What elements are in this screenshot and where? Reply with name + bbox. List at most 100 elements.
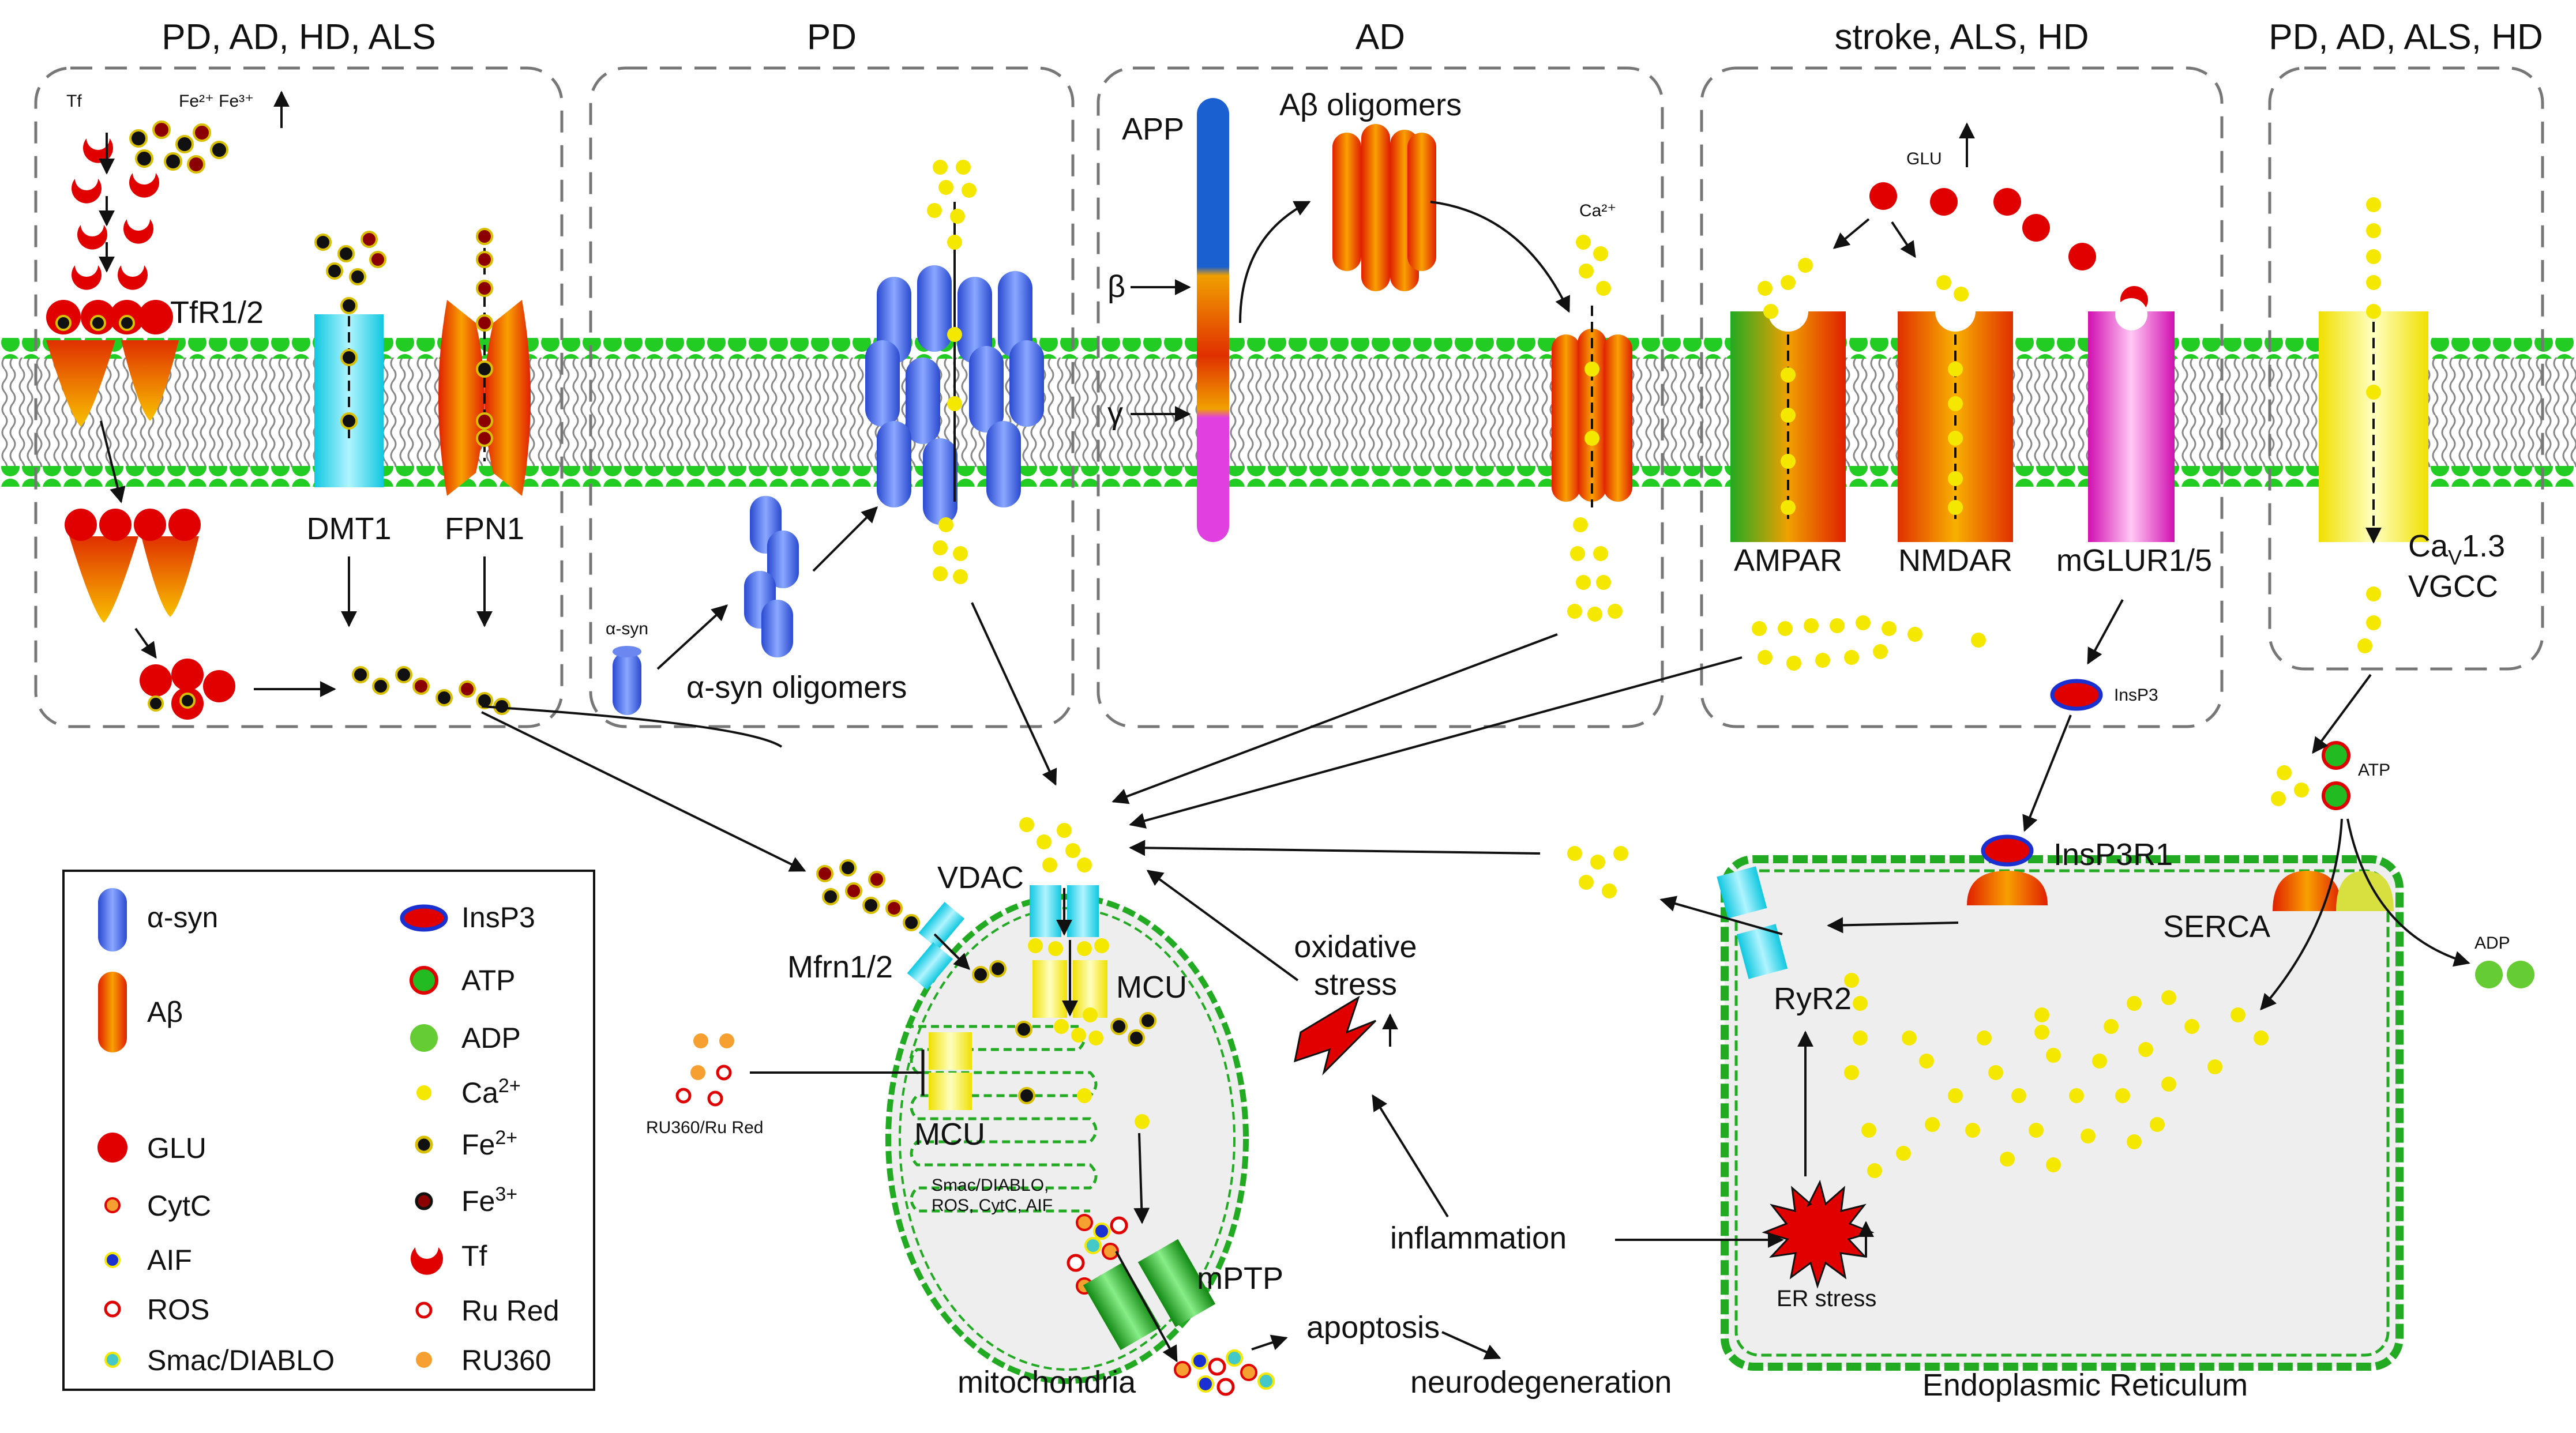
oxidative-line1: oxidative: [1294, 930, 1417, 964]
iron-dots-mito: [816, 859, 1156, 1104]
legend-cytc: CytC: [147, 1190, 211, 1222]
ru360-dot-icon: [416, 1352, 432, 1368]
glu-dots: [1869, 182, 2148, 314]
glu-small-label: GLU: [1906, 149, 1942, 168]
nmdar-receptor: [1898, 291, 2013, 542]
fe-out-label: Fe²⁺ Fe³⁺: [179, 92, 254, 111]
insp3-icon: [400, 904, 448, 932]
smac-line2: ROS, CytC, AIF: [932, 1196, 1053, 1215]
legend-fe3: Fe3+: [461, 1183, 517, 1217]
ru360-dots: [675, 1033, 734, 1107]
mglur-label: mGLUR1/5: [2056, 543, 2212, 578]
tfr-receptor-internalized: [65, 509, 201, 623]
mptp-label: mPTP: [1197, 1261, 1283, 1296]
panel-title-ad: AD: [1355, 17, 1405, 57]
ampar-receptor: [1730, 291, 1846, 542]
panel-title-iron: PD, AD, HD, ALS: [162, 17, 436, 57]
ryr2-channel: [1717, 866, 1788, 979]
iron-panel: Tf Fe²⁺ Fe³⁺: [46, 91, 531, 720]
legend-abeta: Aβ: [147, 996, 183, 1028]
legend-aif: AIF: [147, 1244, 192, 1276]
insp3r1-receptor: [1967, 834, 2048, 905]
legend-glu: GLU: [147, 1132, 206, 1164]
oxidative-stress-bolt-icon: [1294, 995, 1377, 1075]
aif-dot-icon: [104, 1252, 121, 1268]
iron-dots-extracellular: [129, 121, 228, 174]
gamma-label: γ: [1107, 396, 1123, 431]
nmdar-label: NMDAR: [1898, 543, 2012, 578]
mfrn-label: Mfrn1/2: [787, 950, 893, 984]
ca-dot-icon: [416, 1085, 431, 1100]
ca-dots-ad: [1567, 235, 1623, 622]
legend-insp3: InsP3: [461, 901, 535, 934]
cytc-dot-icon: [104, 1197, 121, 1213]
asyn-oligomer-stack: [744, 496, 799, 657]
abeta-oligomer: [1332, 124, 1436, 291]
ad-panel: APP β γ Aβ oligomers Ca²⁺: [1107, 88, 1632, 622]
insp3r1-label: InsP3R1: [2053, 837, 2173, 872]
panel-title-glu: stroke, ALS, HD: [1834, 17, 2089, 57]
endoplasmic-reticulum: [1721, 855, 2404, 1371]
legend-atp: ATP: [461, 964, 516, 996]
ru360-label: RU360/Ru Red: [646, 1118, 763, 1137]
dmt1-channel: [314, 300, 384, 487]
vgcc-panel: CaV1.3 VGCC: [2319, 197, 2505, 653]
ca-dots-cytosol-right: [1752, 615, 1986, 671]
legend: α-syn Aβ GLU CytC AIF ROS Smac/DIABLO In…: [62, 870, 595, 1391]
apoptosis-label: apoptosis: [1306, 1310, 1440, 1345]
smac-dot-icon: [104, 1352, 121, 1368]
tf-released: [140, 659, 235, 720]
panel-title-vgcc: PD, AD, ALS, HD: [2269, 17, 2543, 57]
smac-line1: Smac/DIABLO,: [932, 1176, 1049, 1195]
glu-panel: GLU AMPAR: [1730, 122, 2212, 711]
asyn-panel: α-syn α-syn oligomers: [606, 160, 1044, 715]
oxidative-line2: stress: [1314, 967, 1397, 1002]
vdac-label: VDAC: [937, 860, 1024, 895]
dmt1-iron: [314, 231, 386, 430]
mcu-top-label: MCU: [1116, 970, 1187, 1005]
mcu-left-label: MCU: [914, 1117, 985, 1152]
vdac-channel: [1030, 885, 1099, 937]
legend-ca: Ca2+: [461, 1075, 521, 1109]
fpn1-iron: [476, 228, 493, 447]
insp3-in-panel: [2050, 679, 2103, 711]
ca-dots-pd: [927, 160, 977, 584]
asyn-oligomers-label: α-syn oligomers: [686, 670, 907, 705]
er-stress-star-icon: [1762, 1179, 1875, 1289]
mfrn-transporter: [907, 902, 965, 990]
panel-title-pd: PD: [807, 17, 857, 57]
asyn-monomer: [613, 646, 641, 715]
mitochondria-label: mitochondria: [957, 1365, 1136, 1400]
rured-dot-icon: [415, 1302, 433, 1319]
asyn-small-label: α-syn: [606, 619, 648, 638]
legend-rured: Ru Red: [461, 1295, 559, 1327]
app-protein: [1197, 98, 1229, 542]
vgcc-label: VGCC: [2408, 569, 2498, 604]
neurodegeneration-label: neurodegeneration: [1410, 1365, 1672, 1400]
tfr-receptor: [46, 300, 179, 427]
tf-crescent-icon: [411, 1247, 443, 1275]
plasma-membrane: [0, 338, 2576, 487]
fpn1-label: FPN1: [445, 511, 524, 546]
adp-dots: [2475, 961, 2534, 988]
ca-dots-mito: [1019, 817, 1150, 1129]
atp-near-serca: [2322, 741, 2350, 810]
beta-label: β: [1107, 269, 1125, 304]
adp-small-label: ADP: [2474, 934, 2510, 953]
atp-small-label: ATP: [2358, 761, 2390, 780]
app-label: APP: [1122, 112, 1184, 146]
mptp-pore: [1083, 1239, 1216, 1351]
ca-dots-cytosol-er: [1567, 846, 1628, 898]
legend-tf: Tf: [461, 1240, 487, 1272]
legend-ru360: RU360: [461, 1344, 551, 1376]
er-stress-label: ER stress: [1777, 1286, 1876, 1311]
tfr-label: TfR1/2: [170, 295, 264, 330]
ca-dots-ampar: [1758, 258, 1813, 515]
ca-dots-er-lumen: [1844, 973, 2269, 1178]
insp3-small-label: InsP3: [2114, 686, 2158, 705]
tf-label: Tf: [66, 92, 82, 111]
dmt1-label: DMT1: [307, 511, 392, 546]
legend-asyn: α-syn: [147, 901, 218, 934]
atp-icon: [410, 966, 438, 995]
